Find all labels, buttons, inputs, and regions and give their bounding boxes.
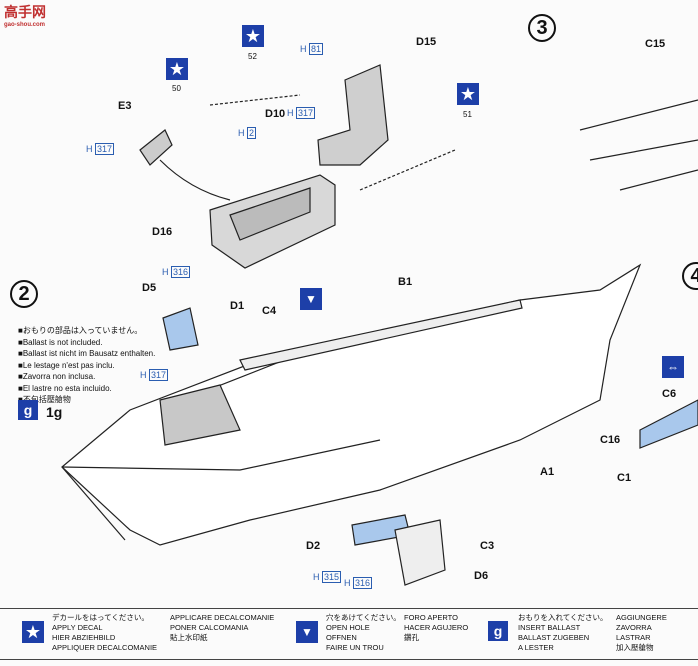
decal-number: 51 [463,110,472,119]
ref-H315: H 315 [313,571,342,583]
ref-H317: H 317 [287,107,316,119]
step-4-marker: 4 [682,262,698,290]
decal-star-icon: ★ [457,83,479,105]
ballast-weight: 1g [46,404,63,420]
ref-H2: H 2 [238,127,257,139]
ref-H81: H 81 [300,43,324,55]
part-C16: C16 [600,434,621,446]
decal-number: 50 [172,84,181,93]
part-E3: E3 [118,100,132,112]
decal-number: 52 [248,52,257,61]
ballast-weight-icon: g [18,400,38,420]
part-C15: C15 [645,38,666,50]
part-C6: C6 [662,388,677,400]
ballast-weight-icon: g [488,621,508,641]
part-B1: B1 [398,276,413,288]
part-A1: A1 [540,466,555,478]
ref-H317: H 317 [140,369,169,381]
part-D16: D16 [152,226,173,238]
part-D15: D15 [416,36,437,48]
part-D1: D1 [230,300,245,312]
assembly-drawing [61,64,698,586]
part-C3: C3 [480,540,495,552]
part-C1: C1 [617,472,632,484]
decal-star-icon: ★ [166,58,188,80]
open-hole-icon: ▼ [296,621,318,643]
decal-star-icon: ★ [242,25,264,47]
step-3-marker: 3 [528,14,556,42]
ref-H316: H 316 [344,577,373,589]
part-D5: D5 [142,282,157,294]
direction-arrow-icon: ⇔ [662,356,684,378]
open-hole-icon: ▼ [300,288,322,310]
decal-star-icon: ★ [22,621,44,643]
step-2-marker: 2 [10,280,38,308]
part-D2: D2 [306,540,321,552]
part-D6: D6 [474,570,489,582]
ref-H317: H 317 [86,143,115,155]
part-D10: D10 [265,108,286,120]
ballast-note: ■おもりの部品は入っていません。■Ballast is not included… [18,326,156,404]
part-C4: C4 [262,305,277,317]
ref-H316: H 316 [162,266,191,278]
